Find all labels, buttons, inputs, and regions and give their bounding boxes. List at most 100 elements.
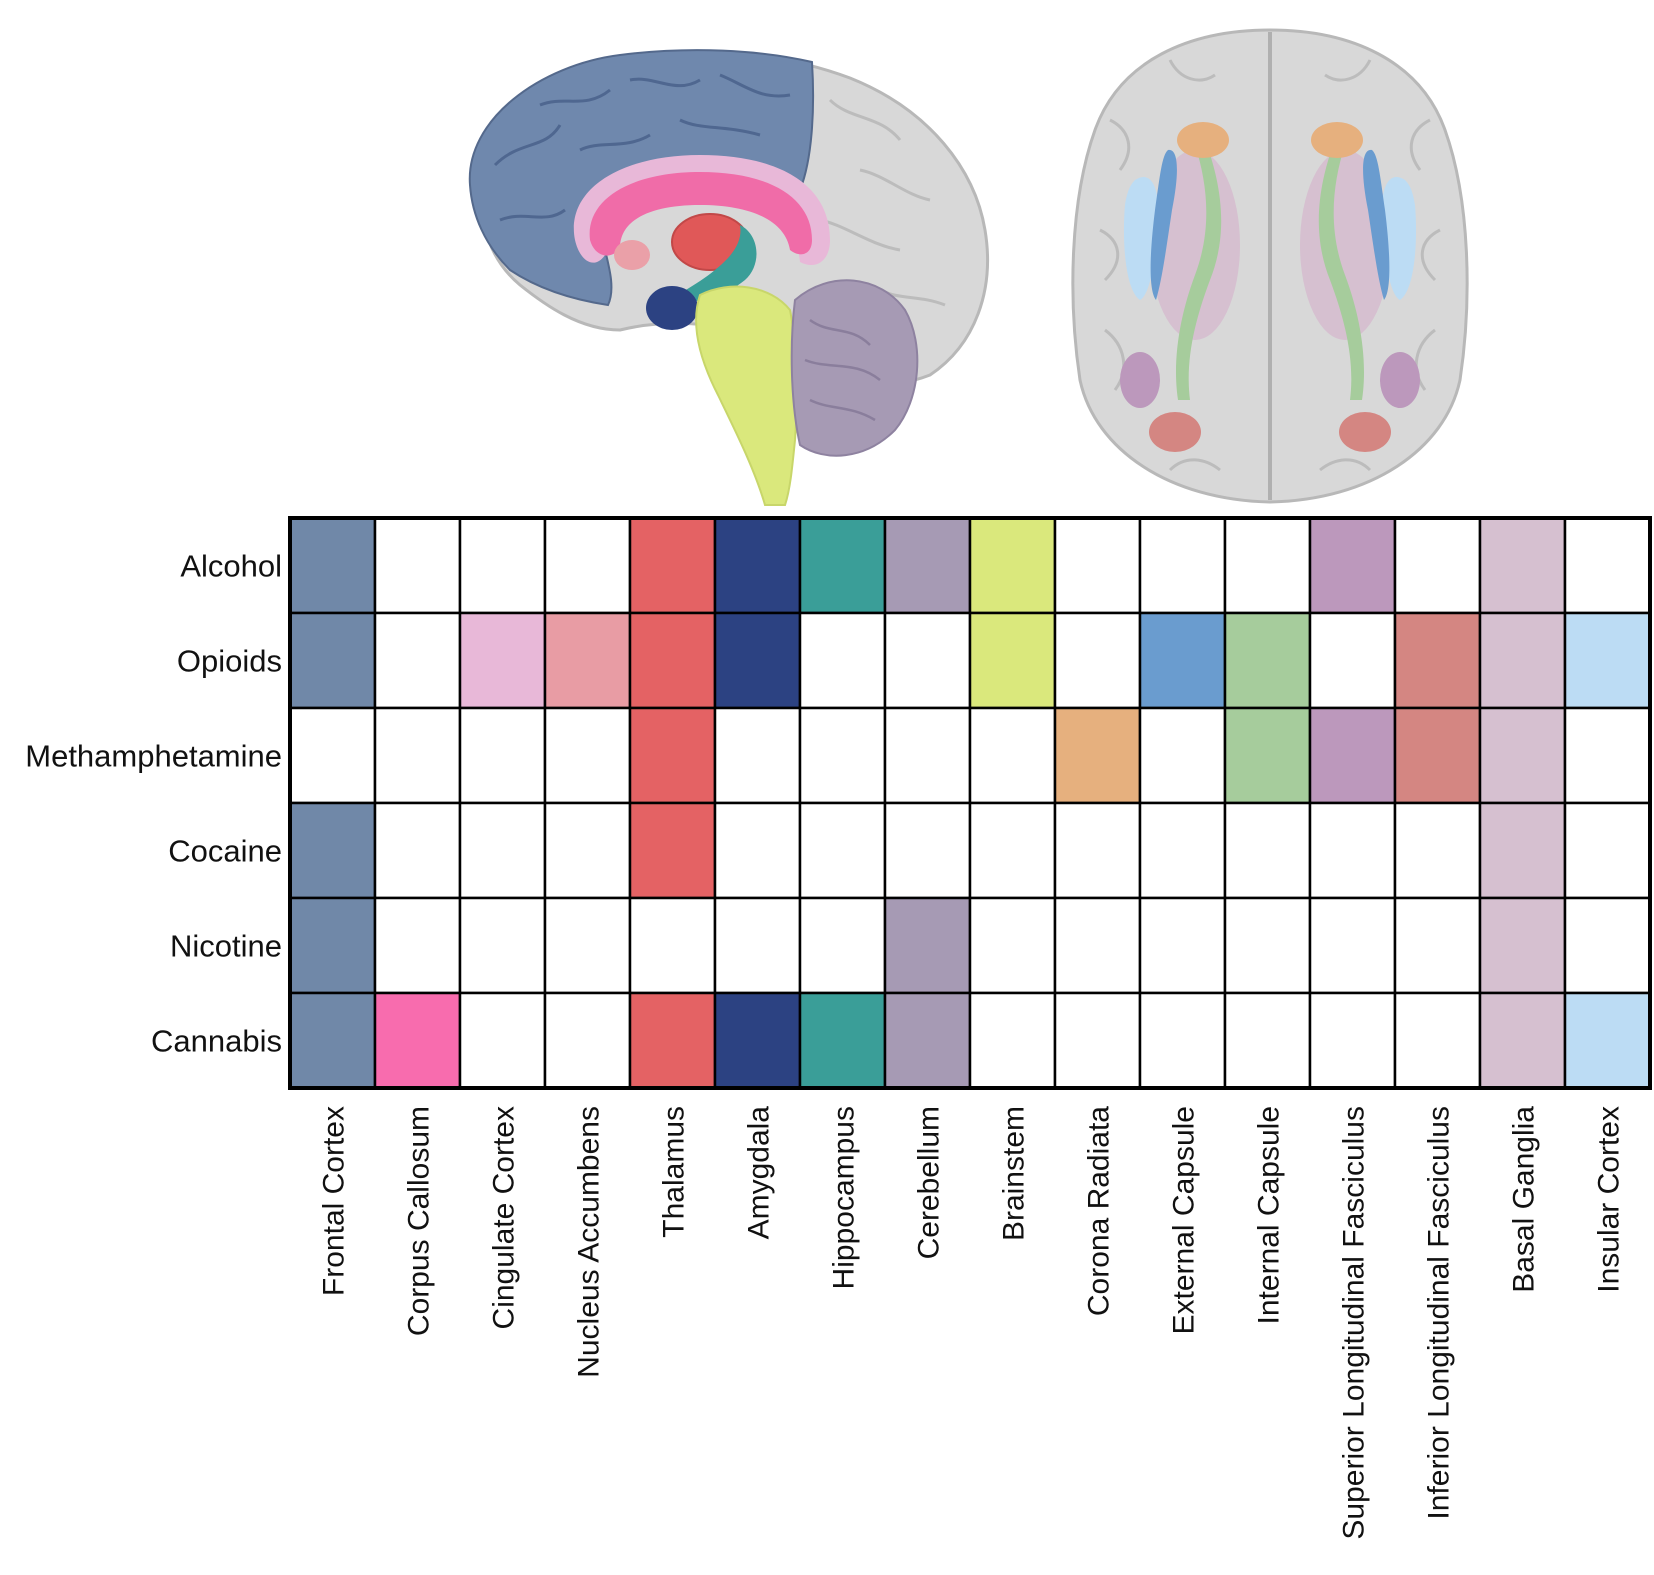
col-label-cingulate-cortex: Cingulate Cortex — [488, 1106, 521, 1329]
ilf-left — [1149, 412, 1201, 452]
cell-methamphetamine-frontal-cortex — [288, 706, 377, 805]
cell-cocaine-frontal-cortex — [288, 801, 377, 900]
cell-cocaine-superior-longitudinal-fasciculus — [1308, 801, 1397, 900]
cell-nicotine-brainstem — [968, 896, 1057, 995]
cell-alcohol-superior-longitudinal-fasciculus — [1308, 516, 1397, 615]
cell-nicotine-thalamus — [628, 896, 717, 995]
cell-cocaine-basal-ganglia — [1478, 801, 1567, 900]
cell-methamphetamine-inferior-longitudinal-fasciculus — [1393, 706, 1482, 805]
cell-opioids-cerebellum — [883, 611, 972, 710]
corona-radiata-left — [1177, 122, 1229, 158]
cell-alcohol-internal-capsule — [1223, 516, 1312, 615]
col-label-brainstem: Brainstem — [998, 1106, 1031, 1241]
cell-methamphetamine-thalamus — [628, 706, 717, 805]
external-capsule-left — [1150, 149, 1177, 300]
cell-alcohol-corona-radiata — [1053, 516, 1142, 615]
col-label-amygdala: Amygdala — [743, 1106, 776, 1240]
external-capsule-right — [1363, 149, 1390, 300]
cell-cocaine-cingulate-cortex — [458, 801, 547, 900]
cell-opioids-amygdala — [713, 611, 802, 710]
slf-right — [1380, 352, 1420, 408]
cell-methamphetamine-external-capsule — [1138, 706, 1227, 805]
cell-alcohol-insular-cortex — [1563, 516, 1652, 615]
cell-opioids-insular-cortex — [1563, 611, 1652, 710]
cell-opioids-basal-ganglia — [1478, 611, 1567, 710]
cell-opioids-superior-longitudinal-fasciculus — [1308, 611, 1397, 710]
cell-methamphetamine-corpus-callosum — [373, 706, 462, 805]
cell-alcohol-corpus-callosum — [373, 516, 462, 615]
cell-nicotine-frontal-cortex — [288, 896, 377, 995]
cell-cocaine-internal-capsule — [1223, 801, 1312, 900]
col-label-inferior-longitudinal-fasciculus: Inferior Longitudinal Fasciculus — [1423, 1106, 1456, 1520]
row-label-alcohol: Alcohol — [180, 549, 282, 584]
cell-cocaine-hippocampus — [798, 801, 887, 900]
col-label-thalamus: Thalamus — [658, 1106, 691, 1238]
col-label-internal-capsule: Internal Capsule — [1253, 1106, 1286, 1324]
col-label-insular-cortex: Insular Cortex — [1593, 1106, 1626, 1293]
cell-opioids-corona-radiata — [1053, 611, 1142, 710]
cell-cannabis-frontal-cortex — [288, 991, 377, 1090]
cell-methamphetamine-superior-longitudinal-fasciculus — [1308, 706, 1397, 805]
cell-nicotine-basal-ganglia — [1478, 896, 1567, 995]
cell-opioids-corpus-callosum — [373, 611, 462, 710]
cell-nicotine-external-capsule — [1138, 896, 1227, 995]
cell-alcohol-basal-ganglia — [1478, 516, 1567, 615]
cell-alcohol-hippocampus — [798, 516, 887, 615]
cell-cannabis-insular-cortex — [1563, 991, 1652, 1090]
col-label-frontal-cortex: Frontal Cortex — [318, 1106, 351, 1296]
cell-alcohol-cingulate-cortex — [458, 516, 547, 615]
row-label-nicotine: Nicotine — [170, 929, 282, 964]
cell-methamphetamine-amygdala — [713, 706, 802, 805]
sagittal-brain-illustration — [468, 49, 989, 506]
cell-methamphetamine-cingulate-cortex — [458, 706, 547, 805]
row-label-opioids: Opioids — [177, 644, 282, 679]
matrix-border — [288, 516, 1652, 1090]
col-label-basal-ganglia: Basal Ganglia — [1508, 1106, 1541, 1293]
cell-alcohol-external-capsule — [1138, 516, 1227, 615]
cell-opioids-external-capsule — [1138, 611, 1227, 710]
col-label-nucleus-accumbens: Nucleus Accumbens — [573, 1106, 606, 1378]
cell-nicotine-hippocampus — [798, 896, 887, 995]
cell-opioids-thalamus — [628, 611, 717, 710]
slf-left — [1120, 352, 1160, 408]
cell-alcohol-inferior-longitudinal-fasciculus — [1393, 516, 1482, 615]
cell-cocaine-brainstem — [968, 801, 1057, 900]
cell-opioids-inferior-longitudinal-fasciculus — [1393, 611, 1482, 710]
row-label-cannabis: Cannabis — [151, 1024, 282, 1059]
cell-methamphetamine-basal-ganglia — [1478, 706, 1567, 805]
nucleus-accumbens-region — [614, 240, 650, 270]
cell-cannabis-brainstem — [968, 991, 1057, 1090]
cell-cannabis-hippocampus — [798, 991, 887, 1090]
row-label-cocaine: Cocaine — [168, 834, 282, 869]
cell-cocaine-corona-radiata — [1053, 801, 1142, 900]
brainstem-region — [695, 285, 798, 506]
axial-brain-illustration — [1071, 28, 1469, 504]
cerebellum-folia — [804, 318, 881, 422]
cell-cannabis-basal-ganglia — [1478, 991, 1567, 1090]
col-label-superior-longitudinal-fasciculus: Superior Longitudinal Fasciculus — [1338, 1106, 1371, 1540]
cell-cannabis-thalamus — [628, 991, 717, 1090]
cell-methamphetamine-hippocampus — [798, 706, 887, 805]
cell-nicotine-corona-radiata — [1053, 896, 1142, 995]
axial-gyri — [1099, 59, 1441, 472]
cell-nicotine-nucleus-accumbens — [543, 896, 632, 995]
cell-cannabis-internal-capsule — [1223, 991, 1312, 1090]
col-label-hippocampus: Hippocampus — [828, 1106, 861, 1289]
internal-capsule-right — [1318, 140, 1365, 400]
cell-methamphetamine-insular-cortex — [1563, 706, 1652, 805]
cell-opioids-brainstem — [968, 611, 1057, 710]
cell-cannabis-amygdala — [713, 991, 802, 1090]
cell-methamphetamine-internal-capsule — [1223, 706, 1312, 805]
cell-cocaine-thalamus — [628, 801, 717, 900]
cell-alcohol-thalamus — [628, 516, 717, 615]
cell-opioids-hippocampus — [798, 611, 887, 710]
cell-alcohol-brainstem — [968, 516, 1057, 615]
insula-left — [1123, 176, 1159, 300]
cell-nicotine-superior-longitudinal-fasciculus — [1308, 896, 1397, 995]
cell-cocaine-inferior-longitudinal-fasciculus — [1393, 801, 1482, 900]
corona-radiata-right — [1311, 122, 1363, 158]
cell-nicotine-amygdala — [713, 896, 802, 995]
col-label-corpus-callosum: Corpus Callosum — [403, 1106, 436, 1336]
cell-cannabis-cingulate-cortex — [458, 991, 547, 1090]
